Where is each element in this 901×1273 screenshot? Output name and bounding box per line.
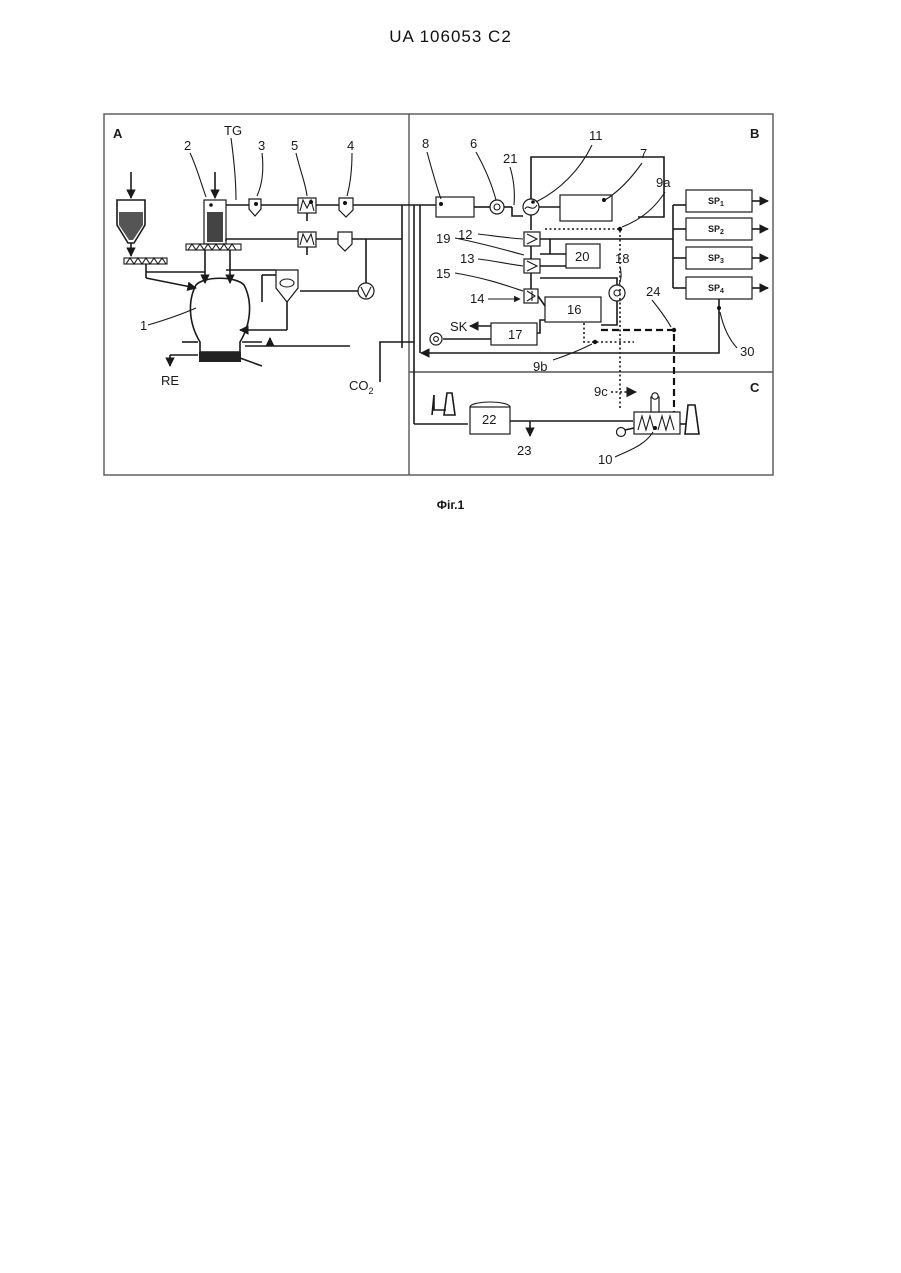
sp-unit-1 [686, 190, 768, 212]
label-sk: SK [450, 319, 468, 334]
section-label-c: C [750, 380, 760, 395]
box-16-label: 16 [567, 302, 581, 317]
chimney-right [685, 405, 699, 434]
unit-7 [560, 195, 612, 221]
label-11: 11 [589, 128, 603, 143]
sp-unit-2 [686, 218, 768, 240]
label-14: 14 [470, 291, 484, 306]
label-23: 23 [517, 443, 531, 458]
label-19: 19 [436, 231, 450, 246]
label-4: 4 [347, 138, 354, 153]
unit-14 [524, 289, 538, 303]
label-8: 8 [422, 136, 429, 151]
label-6: 6 [470, 136, 477, 151]
label-30: 30 [740, 344, 754, 359]
chimney-left [444, 393, 455, 415]
pump-return [430, 333, 442, 345]
label-21: 21 [503, 151, 517, 166]
label-co2: CO2 [349, 378, 374, 396]
pump-18 [609, 285, 625, 301]
dotted-line-9b [584, 323, 634, 342]
label-5: 5 [291, 138, 298, 153]
unit-8 [436, 197, 474, 217]
label-9b: 9b [533, 359, 547, 374]
label-7: 7 [640, 146, 647, 161]
feed-hopper [117, 172, 145, 256]
label-13: 13 [460, 251, 474, 266]
section-label-b: B [750, 126, 759, 141]
label-10: 10 [598, 452, 612, 467]
boiler-10 [617, 393, 681, 437]
box-22-label: 22 [482, 412, 496, 427]
label-18: 18 [615, 251, 629, 266]
label-9c: 9c [594, 384, 608, 399]
label-1: 1 [140, 318, 147, 333]
label-3: 3 [258, 138, 265, 153]
screw-conveyor-left [124, 258, 205, 272]
gas-cleaning-line-a [226, 198, 402, 348]
label-24: 24 [646, 284, 660, 299]
blast-furnace-1 [146, 250, 262, 366]
heat-exchanger-12 [524, 232, 540, 246]
label-9a: 9a [656, 175, 671, 190]
label-15: 15 [436, 266, 450, 281]
label-2: 2 [184, 138, 191, 153]
box-17-label: 17 [508, 327, 522, 342]
compressor-6 [490, 200, 504, 214]
figure-caption: Фіг.1 [0, 498, 901, 512]
sp-unit-3 [686, 247, 768, 269]
heat-exchanger-13 [524, 259, 540, 273]
sp-distribution [673, 205, 686, 288]
box-20-label: 20 [575, 249, 589, 264]
label-re: RE [161, 373, 179, 388]
label-tg: TG [224, 123, 242, 138]
section-label-a: A [113, 126, 123, 141]
sp-unit-4 [686, 277, 768, 299]
